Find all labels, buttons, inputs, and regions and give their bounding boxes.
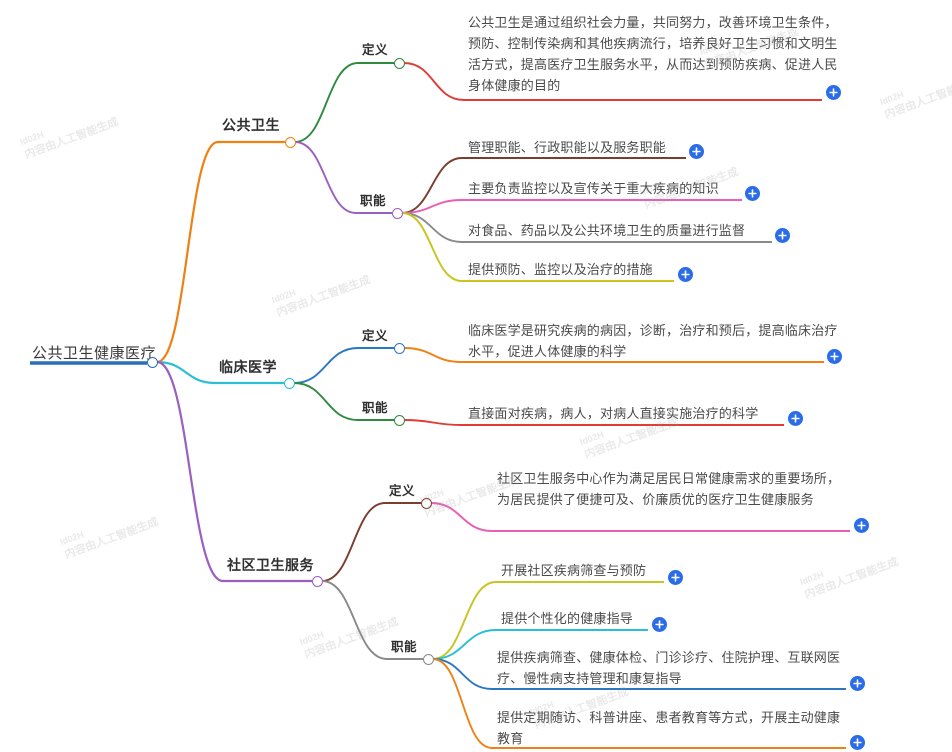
leaf-text-2-1-2: 提供疾病筛查、健康体检、门诊诊疗、住院护理、互联网医疗、慢性病支持管理和康复指导	[497, 650, 841, 686]
topic-label-0: 公共卫生	[222, 117, 280, 133]
subtopic-node-dot-2-0[interactable]	[420, 497, 432, 509]
leaf-text-0-1-3: 提供预防、监控以及治疗的措施	[468, 262, 653, 277]
topic-node-dot-1[interactable]	[283, 377, 295, 389]
topic-label-1: 临床医学	[219, 359, 277, 375]
expand-button-0-1-0[interactable]	[689, 144, 704, 159]
expand-button-0-1-3[interactable]	[678, 267, 693, 282]
leaf-text-1-1-0: 直接面对疾病，病人，对病人直接实施治疗的科学	[468, 406, 759, 421]
topic-label-2: 社区卫生服务	[227, 557, 314, 573]
topic-node-dot-2[interactable]	[311, 575, 323, 587]
leaf-text-1-0-0: 临床医学是研究疾病的病因，诊断，治疗和预后，提高临床治疗水平，促进人体健康的科学	[468, 323, 838, 359]
leaf-text-2-1-3: 提供定期随访、科普讲座、患者教育等方式，开展主动健康教育	[497, 710, 841, 746]
subtopic-label-1-1: 职能	[362, 401, 389, 415]
watermark-tag: Id02H	[18, 129, 45, 148]
subtopic-node-dot-0-1[interactable]	[391, 207, 403, 219]
root-node-label: 公共卫生健康医疗	[32, 345, 157, 362]
subtopic-node-dot-0-0[interactable]	[393, 57, 405, 69]
watermark-text: 内容由人工智能生成	[274, 274, 373, 320]
expand-button-2-0-0[interactable]	[854, 518, 869, 533]
subtopic-label-2-1: 职能	[391, 640, 418, 654]
subtopic-label-0-0: 定义	[362, 43, 389, 57]
subtopic-label-2-0: 定义	[389, 484, 416, 498]
watermark-text: 内容由人工智能生成	[802, 556, 901, 602]
leaf-text-0-0-0: 公共卫生是通过组织社会力量，共同努力，改善环境卫生条件，预防、控制传染病和其他疾…	[468, 15, 838, 93]
watermark-tag: Id02H	[58, 529, 85, 548]
expand-button-2-1-0[interactable]	[668, 570, 683, 585]
expand-button-0-0-0[interactable]	[826, 85, 841, 100]
watermark-tag: Id02H	[298, 629, 325, 648]
subtopic-node-dot-1-1[interactable]	[393, 414, 405, 426]
watermark-text: 内容由人工智能生成	[22, 116, 121, 162]
expand-button-1-1-0[interactable]	[788, 411, 803, 426]
expand-button-2-1-3[interactable]	[850, 735, 865, 750]
leaf-text-0-1-0: 管理职能、行政职能以及服务职能	[468, 140, 667, 155]
watermark-tag: Id02H	[798, 569, 825, 588]
subtopic-label-1-0: 定义	[362, 329, 389, 343]
expand-button-0-1-1[interactable]	[745, 186, 760, 201]
leaf-text-2-1-0: 开展社区疾病筛查与预防	[501, 563, 647, 578]
watermark-text: 内容由人工智能生成	[62, 516, 161, 562]
subtopic-node-dot-1-0[interactable]	[393, 342, 405, 354]
watermark-text: 内容由人工智能生成	[882, 76, 952, 122]
leaf-text-0-1-2: 对食品、药品以及公共环境卫生的质量进行监督	[468, 223, 746, 238]
subtopic-label-0-1: 职能	[360, 194, 387, 208]
leaf-text-0-1-1: 主要负责监控以及宣传关于重大疾病的知识	[468, 181, 719, 196]
topic-node-dot-0[interactable]	[284, 136, 296, 148]
watermark-text: 内容由人工智能生成	[302, 616, 401, 662]
expand-button-0-1-2[interactable]	[775, 228, 790, 243]
expand-button-2-1-1[interactable]	[652, 617, 667, 632]
expand-button-1-0-0[interactable]	[827, 349, 842, 364]
leaf-text-2-1-1: 提供个性化的健康指导	[501, 611, 634, 626]
subtopic-node-dot-2-1[interactable]	[422, 653, 434, 665]
leaf-text-2-0-0: 社区卫生服务中心作为满足居民日常健康需求的重要场所，为居民提供了便捷可及、价廉质…	[497, 471, 841, 507]
watermark-tag: Id02H	[270, 287, 297, 306]
expand-button-2-1-2[interactable]	[850, 676, 865, 691]
root-node-dot[interactable]	[146, 356, 158, 368]
watermark-tag: Id02H	[878, 89, 905, 108]
